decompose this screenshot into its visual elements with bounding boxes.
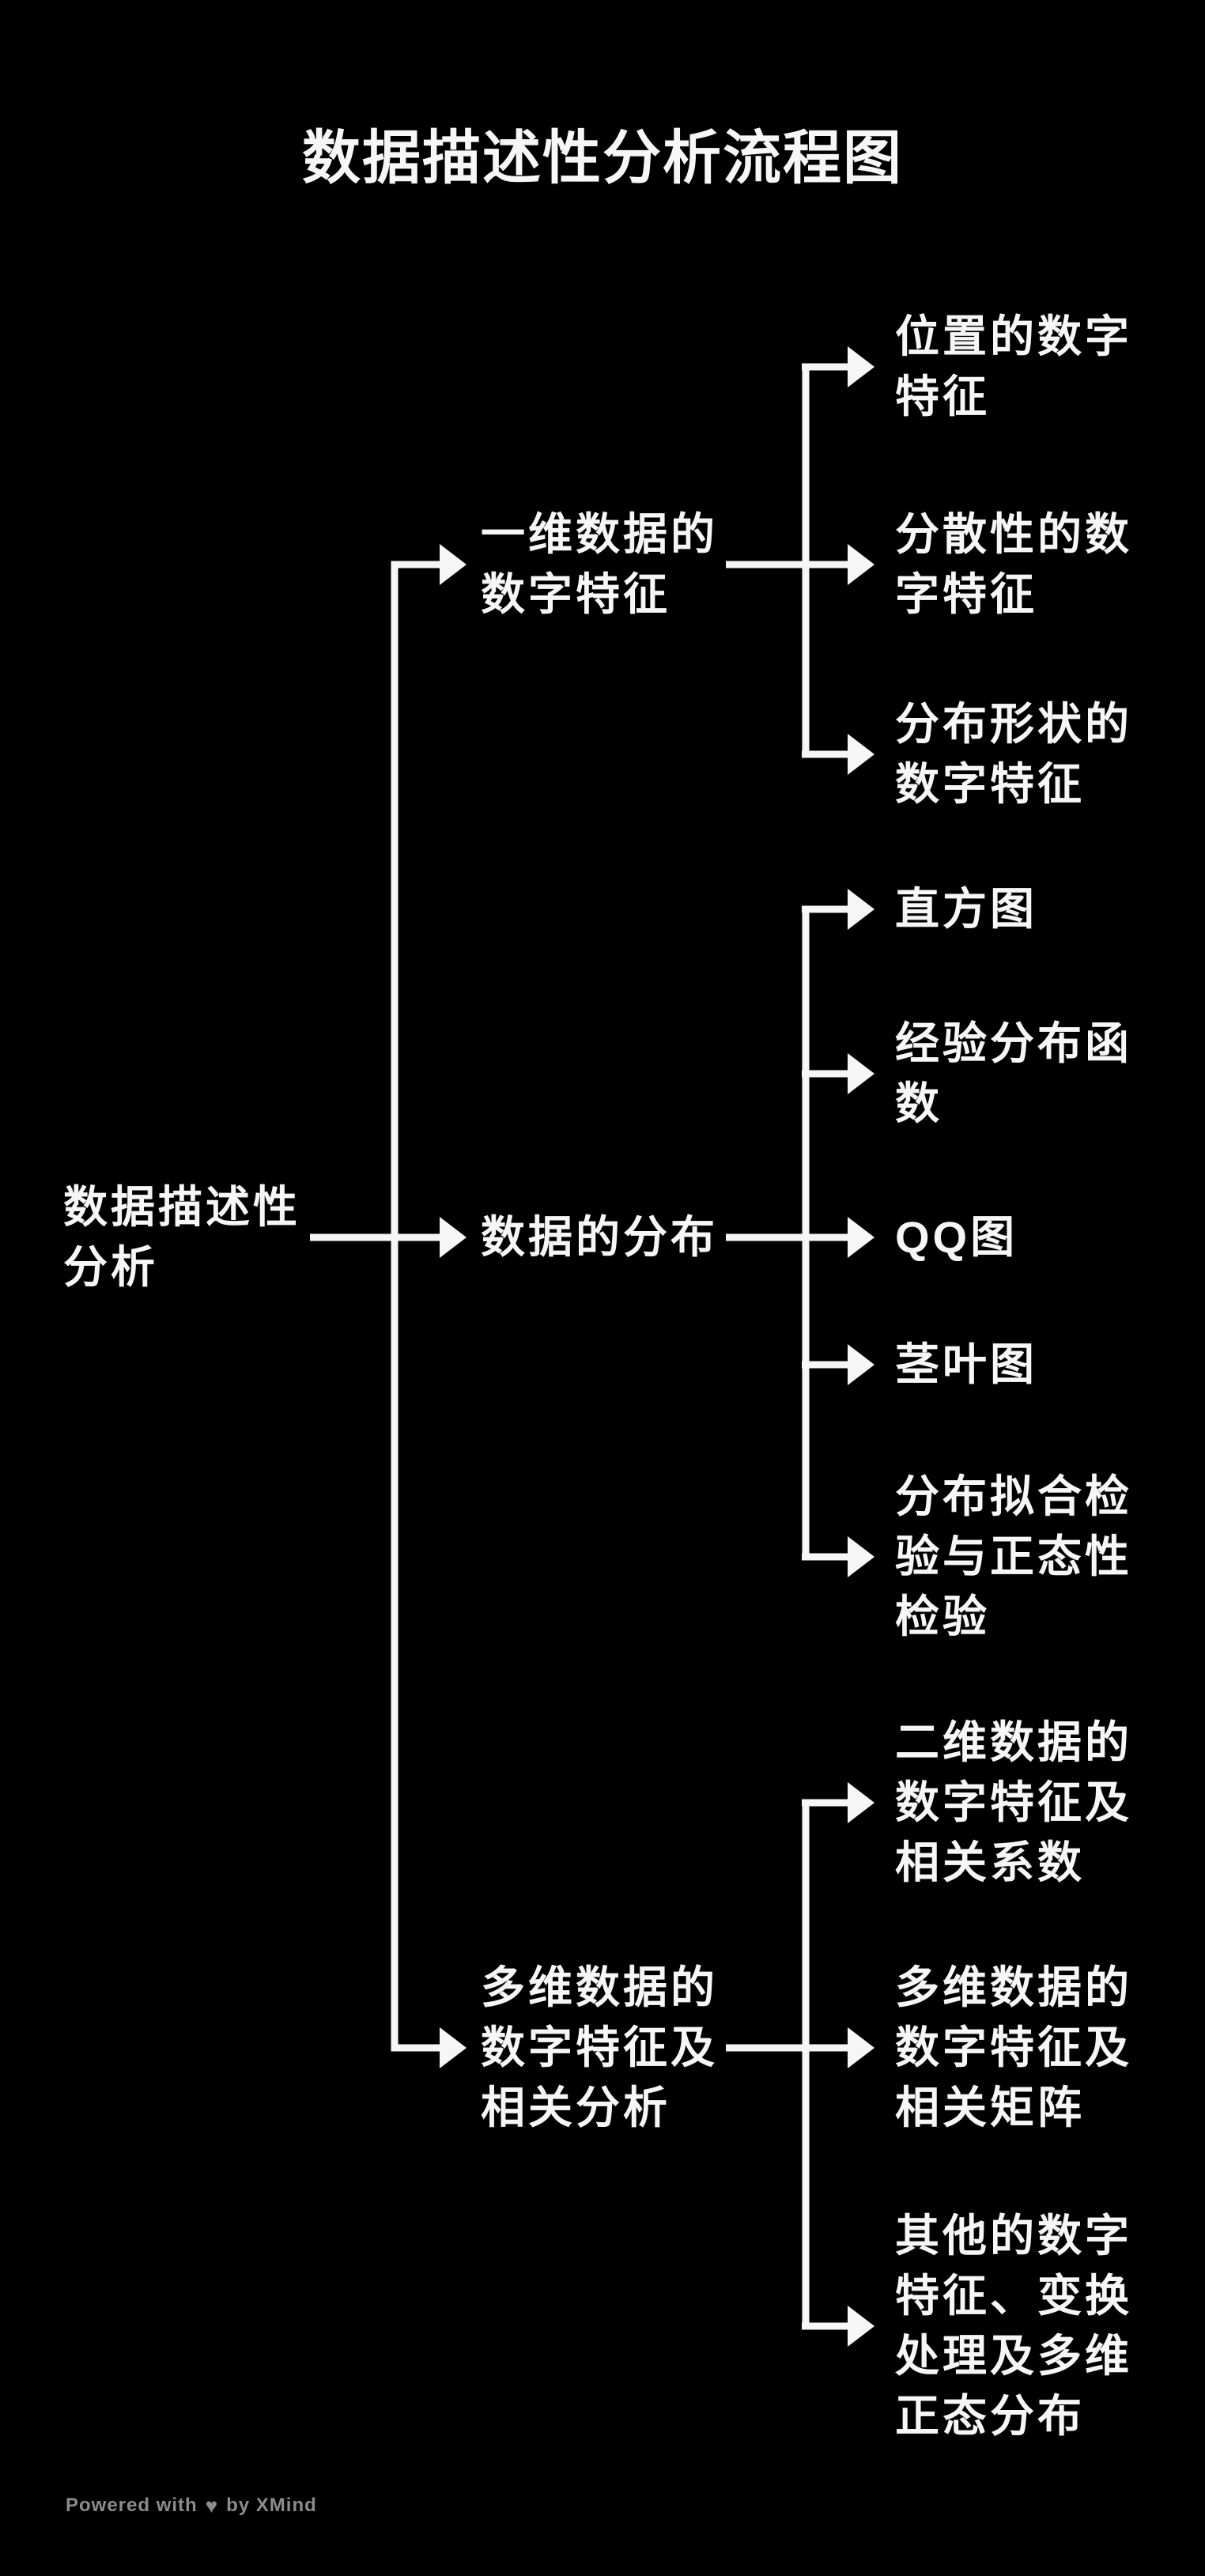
leaf-node-other-features: 其他的数字 特征、变换 处理及多维 正态分布 [895, 2211, 1132, 2441]
leaf-node-qq-plot: QQ图 [895, 1212, 1018, 1262]
root-node: 数据描述性 分析 [63, 1182, 300, 1292]
arrowhead-icon [848, 1053, 874, 1094]
arrowhead-icon [848, 1217, 874, 1258]
diagram-title: 数据描述性分析流程图 [302, 125, 903, 191]
arrowhead-icon [848, 734, 874, 775]
branch-node-distribution: 数据的分布 [481, 1212, 718, 1262]
watermark-prefix: Powered with [66, 2495, 198, 2516]
arrowhead-icon [848, 346, 874, 387]
leaf-node-2d-correlation: 二维数据的 数字特征及 相关系数 [895, 1717, 1132, 1887]
leaf-node-location-features: 位置的数字 特征 [895, 312, 1132, 421]
branch-node-multivariate: 多维数据的 数字特征及 相关分析 [481, 1962, 718, 2132]
leaf-node-stem-leaf-plot: 茎叶图 [895, 1339, 1037, 1389]
arrowhead-icon [440, 1217, 467, 1258]
arrowhead-icon [848, 2306, 874, 2347]
leaf-node-correlation-matrix: 多维数据的 数字特征及 相关矩阵 [895, 1962, 1132, 2132]
arrowhead-icon [848, 2027, 874, 2068]
arrowhead-icon [848, 1536, 874, 1577]
branch-node-1d-features: 一维数据的 数字特征 [481, 509, 718, 619]
leaf-node-dispersion-features: 分散性的数 字特征 [895, 509, 1132, 619]
watermark: Powered with ♥ by XMind [66, 2495, 317, 2517]
heart-icon: ♥ [205, 2494, 219, 2517]
arrowhead-icon [848, 1782, 874, 1823]
leaf-node-shape-features: 分布形状的 数字特征 [895, 699, 1132, 809]
arrowhead-icon [440, 2027, 467, 2068]
leaf-node-histogram: 直方图 [895, 884, 1037, 934]
arrowhead-icon [848, 889, 874, 930]
watermark-suffix: by XMind [226, 2495, 317, 2516]
arrowhead-icon [848, 1344, 874, 1385]
arrowhead-icon [848, 544, 874, 585]
leaf-node-ecdf: 经验分布函 数 [895, 1018, 1132, 1128]
leaf-node-normality-test: 分布拟合检 验与正态性 检验 [895, 1471, 1132, 1641]
arrowhead-icon [440, 544, 467, 585]
